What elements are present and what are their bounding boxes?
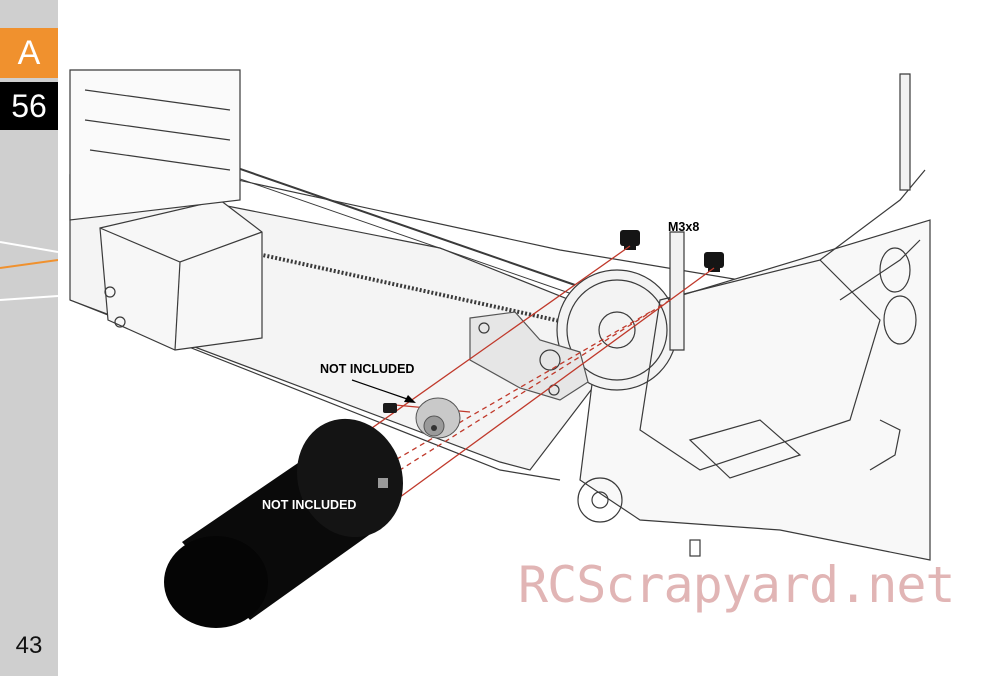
motor: [164, 418, 403, 628]
strip-decoration-lines: [0, 241, 58, 301]
left-servo-assembly: [69, 69, 263, 351]
screw-size-label: M3x8: [668, 220, 700, 234]
rear-suspension-assembly: [556, 169, 931, 561]
m3x8-screws: [620, 230, 724, 272]
body-post-center: [669, 231, 685, 351]
body-post-right: [899, 73, 911, 191]
page-number: 43: [15, 632, 43, 659]
set-screw: [383, 403, 397, 413]
section-badge: A: [0, 28, 58, 78]
watermark-text: RCScrapyard.net: [518, 556, 956, 614]
step-number-badge: 56: [0, 82, 58, 130]
motor-not-included-label: NOT INCLUDED: [262, 498, 357, 512]
pinion-gear: [415, 397, 461, 439]
pinion-not-included-label: NOT INCLUDED: [320, 362, 415, 376]
sidebar-strip: A 56 43: [0, 0, 58, 676]
pinion-callout-arrow: [351, 379, 411, 401]
assembly-diagram: [69, 69, 931, 628]
